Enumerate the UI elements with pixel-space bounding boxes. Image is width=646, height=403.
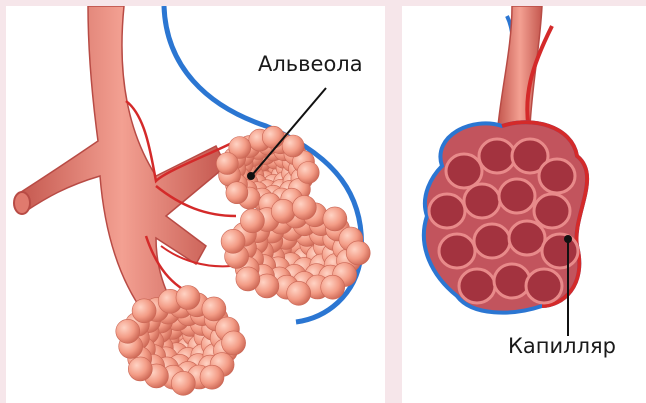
alveolar-cell — [446, 154, 482, 188]
alveolar-cell — [509, 221, 545, 255]
alveolar-cell — [542, 234, 578, 268]
alveolar-cell — [459, 269, 495, 303]
alveolar-cell — [439, 234, 475, 268]
capillary-pointer-dot — [564, 235, 572, 243]
alveolar-cell — [479, 139, 515, 173]
alveolus-bubble — [116, 319, 140, 343]
alveolar-cell — [526, 269, 562, 303]
alveolus-bubble — [200, 365, 224, 389]
alveolus-bubble — [240, 209, 264, 233]
alveolus-bubble — [321, 275, 345, 299]
alveolus-bubble — [222, 331, 246, 355]
alveolus-bubble — [271, 199, 295, 223]
alveolus-bubble — [282, 135, 304, 157]
alveolus-bubble — [292, 196, 316, 220]
alveolus-bubble — [297, 162, 319, 184]
alveolar-cell — [534, 194, 570, 228]
alveolus-bubble — [176, 286, 200, 310]
alveolar-cell — [429, 194, 465, 228]
alveolar-cell — [464, 184, 500, 218]
alveolar-cell — [539, 159, 575, 193]
alveolus-bubble — [202, 297, 226, 321]
alveolus-bubble — [171, 371, 195, 395]
alveolus-bubble — [216, 153, 238, 175]
alveolus-bubble — [221, 229, 245, 253]
capillary-label: Капилляр — [508, 334, 616, 358]
alveolar-cell — [474, 224, 510, 258]
alveolus-bubble — [346, 241, 370, 265]
alveolus-bubble — [262, 126, 284, 148]
alveolar-cell — [499, 179, 535, 213]
bronchus-opening — [14, 192, 30, 214]
alveolus-bubble — [132, 299, 156, 323]
alveolar-cell — [494, 264, 530, 298]
alveolus-bubble — [236, 267, 260, 291]
alveolus-bubble — [323, 207, 347, 231]
alveolus-bubble — [128, 357, 152, 381]
alveolus-bubble — [287, 281, 311, 305]
alveola-pointer-dot — [247, 172, 255, 180]
alveola-label: Альвеола — [258, 52, 363, 76]
alveolus-bubble — [226, 182, 248, 204]
